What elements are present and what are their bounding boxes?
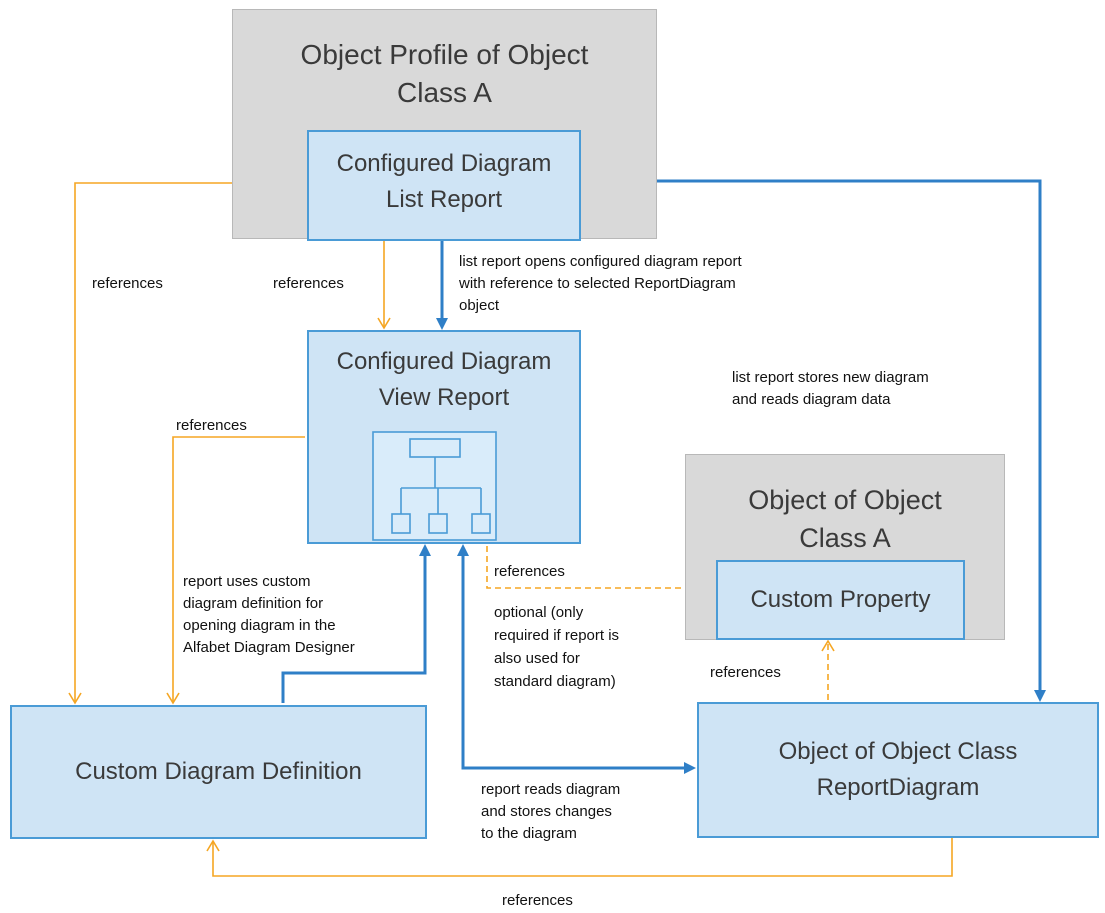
report-diagram-box: Object of Object Class ReportDiagram (697, 702, 1099, 838)
connector-view-reportdiagram (461, 552, 688, 770)
label-references-dashed: references (494, 563, 565, 580)
label-list-stores: list report stores new diagram and reads… (732, 369, 929, 408)
custom-diagram-definition-box: Custom Diagram Definition (10, 705, 427, 839)
label-list-opens: list report opens configured diagram rep… (459, 253, 742, 314)
connector-list-reportdiagram (592, 179, 1042, 694)
label-references-custom-property: references (710, 664, 781, 681)
connector-view-to-definition (172, 436, 305, 703)
label-uses-custom: report uses custom diagram definition fo… (183, 573, 355, 656)
connector-list-to-definition (74, 182, 305, 703)
label-reads-diagram: report reads diagram and stores changes … (481, 781, 621, 842)
label-references-view-left: references (176, 417, 247, 434)
list-report-box: Configured Diagram List Report (307, 130, 581, 241)
custom-property-title: Custom Property (750, 586, 931, 613)
view-report-title: Configured Diagram View Report (336, 348, 552, 411)
custom-property-box: Custom Property (716, 560, 965, 640)
connector-definition-to-view (281, 552, 427, 703)
label-references-bottom: references (502, 892, 573, 909)
custom-diagram-definition-title: Custom Diagram Definition (75, 758, 362, 785)
connector-reportdiagram-to-definition (212, 838, 953, 877)
label-optional: optional (only required if report is als… (494, 604, 620, 690)
object-class-a-title: Object of Object Class A (748, 485, 942, 553)
connector-view-to-custom-property (486, 546, 720, 589)
label-references-left: references (92, 275, 163, 292)
label-references-mid: references (273, 275, 344, 292)
object-profile-title: Object Profile of Object Class A (300, 39, 589, 108)
report-diagram-title: Object of Object Class ReportDiagram (778, 738, 1018, 801)
list-report-title: Configured Diagram List Report (336, 150, 552, 213)
view-report-box: Configured Diagram View Report (307, 330, 581, 544)
